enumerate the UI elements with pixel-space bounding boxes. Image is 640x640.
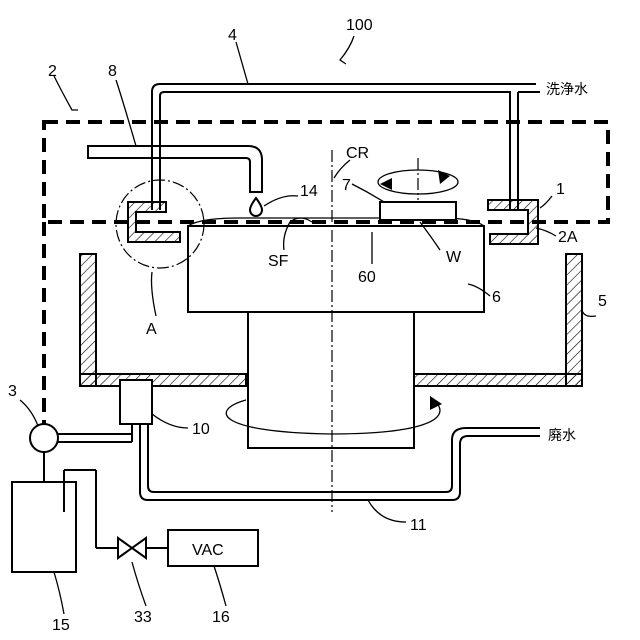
tank-15: [12, 482, 76, 572]
label-w: W: [446, 249, 462, 266]
label-16: 16: [212, 609, 230, 626]
droplet-14: [250, 198, 262, 216]
label-waste-water: 廃水: [548, 427, 576, 444]
label-3: 3: [8, 383, 17, 400]
label-5: 5: [598, 293, 607, 310]
label-a: A: [146, 321, 157, 338]
label-8: 8: [108, 63, 117, 80]
wafer-rotation-arrow: [380, 178, 392, 190]
label-7: 7: [342, 177, 351, 194]
spin-chuck-6: [188, 226, 484, 312]
label-10: 10: [192, 421, 210, 438]
label-100: 100: [346, 17, 373, 34]
left-guide-block: [128, 202, 180, 242]
valve-33: [118, 538, 146, 558]
label-2: 2: [48, 63, 57, 80]
drain-box-10: [120, 380, 152, 424]
label-60: 60: [358, 269, 376, 286]
label-11: 11: [410, 517, 427, 534]
label-6: 6: [492, 289, 501, 306]
label-4: 4: [228, 27, 237, 44]
label-vac: VAC: [192, 542, 224, 559]
label-33: 33: [134, 609, 152, 626]
label-1: 1: [556, 181, 565, 198]
label-15: 15: [52, 617, 70, 634]
pump-3: [30, 424, 58, 452]
label-14: 14: [300, 183, 318, 200]
label-wash-water: 洗浄水: [546, 82, 588, 98]
label-2a: 2A: [558, 229, 578, 246]
wafer-w: [380, 202, 456, 220]
label-sf: SF: [268, 253, 289, 270]
spin-shaft: [248, 312, 414, 448]
label-cr: CR: [346, 145, 369, 162]
nozzle-8: [88, 146, 262, 192]
